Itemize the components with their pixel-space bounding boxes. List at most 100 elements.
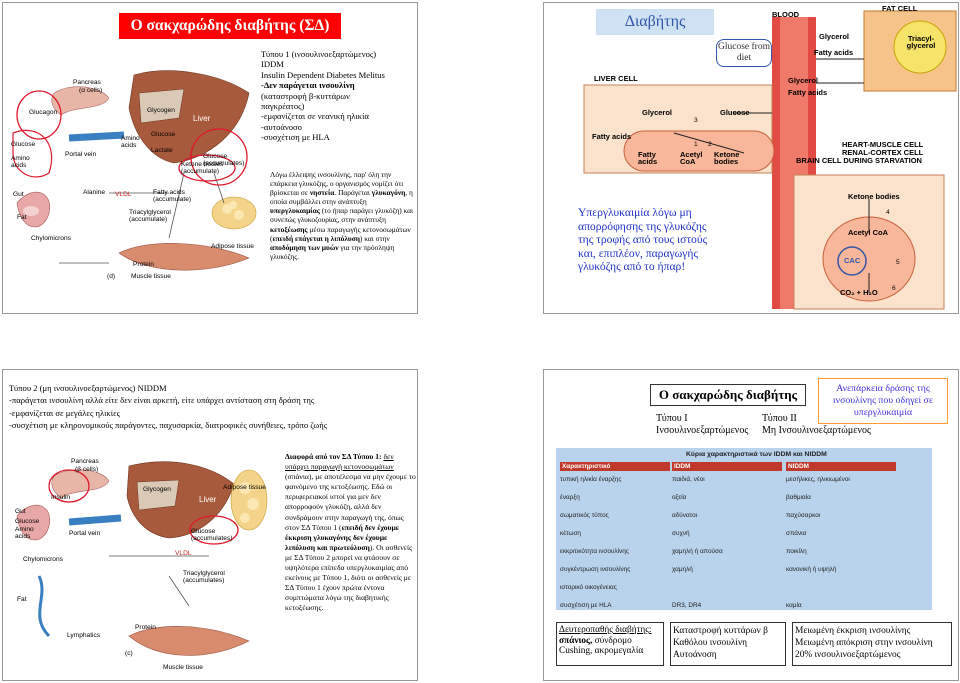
type2-definition: Τύπου 2 (μη ινσουλινοεξαρτώμενος) NIDDM … <box>9 382 413 432</box>
type2-line: -παράγεται ινσουλίνη αλλά είτε δεν είναι… <box>9 395 315 406</box>
type1-definition: Τύπου 1 (ινσουλινοεξαρτώμενος) IDDM Insu… <box>261 49 417 143</box>
label-ketone-bodies: Ketone bodies (accumulate) <box>181 161 224 176</box>
table-cell: χαμηλή <box>672 566 693 573</box>
metabolism-diagram-type1 <box>12 70 257 271</box>
type1-line: παγκρέατος) <box>261 101 305 112</box>
label-amino-acids: Amino acids <box>11 155 30 170</box>
metabolism-diagram-cells <box>583 10 957 310</box>
table-cell: μεσήλικες, ηλικιωμένοι <box>786 476 850 483</box>
table-cell: έναρξη <box>560 494 580 501</box>
label-fatty-acids: Fatty acids <box>814 48 854 57</box>
label-muscle-tissue: Muscle tissue <box>163 664 203 671</box>
gut-shape <box>16 504 51 541</box>
table-cell: χαμηλή ή απούσα <box>672 548 723 555</box>
label-liver-cell: LIVER CELL <box>594 74 638 83</box>
label-brain-cell: BRAIN CELL DURING STARVATION <box>796 156 922 165</box>
callout-insulin-deficiency: Ανεπάρκεια δράσης της ινσουλίνης που οδη… <box>818 378 948 424</box>
label-amino-acids: Amino acids <box>15 526 34 541</box>
highlight-circle-glucose <box>189 515 239 545</box>
label-fatty-acids: Fatty acids (accumulate) <box>153 189 192 204</box>
table-cell: καμία <box>786 602 802 609</box>
type1-sub: Ινσουλινοεξαρτώμενος <box>656 425 749 436</box>
label-portal-vein: Portal vein <box>65 151 97 158</box>
type2-line: -εμφανίζεται σε μεγάλες ηλικίες <box>9 407 121 418</box>
label-ketone-bodies: Ketone bodies <box>714 150 740 167</box>
type2-line: Τύπου 2 (μη ινσουλινοεξαρτώμενος) NIDDM <box>9 383 167 393</box>
label-pancreas: Pancreas <box>71 458 99 465</box>
label-amino-acids-liver: Amino acids <box>121 135 140 150</box>
label-muscle-tissue: Muscle tissue <box>131 273 171 280</box>
label-liver: Liver <box>199 495 217 504</box>
table-cell: κέτωση <box>560 530 581 537</box>
label-panel-d: (d) <box>107 273 116 280</box>
label-alanine: Alanine <box>83 189 105 196</box>
type2-features-box: Μειωμένη έκκριση ινσουλίνης Μειωμένη από… <box>792 622 952 666</box>
label-blood: BLOOD <box>772 10 800 19</box>
label-triacylglycerol: Triacylglycerol (accumulate) <box>129 209 171 224</box>
muscle-shape <box>118 243 250 271</box>
label-fatty-acids-liver: Fatty acids <box>592 132 632 141</box>
type2-label: Τύπου ΙΙ <box>762 413 797 424</box>
label-pancreas: Pancreas <box>73 79 101 86</box>
table-cell: οξεία <box>672 494 687 501</box>
label-co2-h2o: CO₂ + H₂O <box>840 288 878 297</box>
label-glucose-accumulates: Glucose (accumulates) <box>191 528 233 543</box>
metabolism-diagram-type2 <box>16 461 268 656</box>
label-triacylglycerol: Triacylglycerol (accumulates) <box>183 570 225 585</box>
label-renal-cell: RENAL-CORTEX CELL <box>842 148 924 157</box>
label-lactate: Lactate <box>151 147 173 154</box>
label-insulin: Insulin <box>51 494 71 501</box>
label-glucose-liver: Glucose <box>720 108 750 117</box>
type1-line: Τύπου 1 (ινσουλινοεξαρτώμενος) <box>261 49 377 59</box>
type1-line: Insulin Dependent Diabetes Melitus <box>261 69 385 80</box>
label-acetyl-coa-2: Acetyl CoA <box>848 228 889 237</box>
highlight-circle-glucose <box>190 128 248 186</box>
type1-features-box: Καταστροφή κυττάρων β Καθόλου ινσουλίνη … <box>670 622 786 666</box>
label-lymphatics: Lymphatics <box>67 632 101 639</box>
adipose-shape <box>211 196 257 230</box>
slide-diabetes-types: Ο σακχαρώδης διαβήτης Ανεπάρκεια δράσης … <box>543 369 959 681</box>
table-cell: αδύνατοι <box>672 512 698 519</box>
label-fat: Fat <box>17 596 27 603</box>
table-cell: παχύσαρκοι <box>786 512 821 519</box>
table-cell: συχνή <box>672 530 690 537</box>
characteristics-table: Κύρια χαρακτηριστικά των IDDM και NIDDM … <box>556 448 932 610</box>
table-cell: συσχέτιση με HLA <box>560 602 612 609</box>
label-panel-c: (c) <box>125 650 133 657</box>
label-alpha-cells: (α cells) <box>79 87 103 94</box>
slide-title: Διαβήτης <box>596 9 714 35</box>
table-cell: ποικίλη <box>786 548 807 555</box>
table-cell: σωματικός τύπος <box>560 512 609 519</box>
portal-vein <box>68 514 122 526</box>
label-fat: Fat <box>17 214 27 221</box>
table-cell: ιστορικό οικογένειας <box>560 584 617 591</box>
step-5: 5 <box>896 259 900 266</box>
label-ketone-bodies-2: Ketone bodies <box>848 192 900 201</box>
highlight-circle-insulin <box>48 469 90 503</box>
step-2: 2 <box>708 141 712 148</box>
type2-line: -συσχέτιση με κληρονομικούς παράγοντες, … <box>9 420 328 431</box>
muscle-shape <box>128 626 250 656</box>
label-glycogen: Glycogen <box>147 107 175 114</box>
table-cell: σπάνια <box>786 530 807 537</box>
label-glucose-accumulates: Glucose (accumulates) <box>203 153 245 168</box>
table-header-cell: NIDDM <box>786 462 896 471</box>
label-adipose-tissue: Adipose tissue <box>211 243 254 250</box>
label-glucose-liver: Glucose <box>151 131 176 138</box>
label-glycogen: Glycogen <box>143 486 171 493</box>
secondary-diabetes-box: Δευτεροπαθής διαβήτης: σπάνιος, σύνδρομο… <box>556 622 664 666</box>
table-title: Κύρια χαρακτηριστικά των IDDM και NIDDM <box>686 451 827 458</box>
label-vldl: VLDL <box>115 191 132 198</box>
slide-type1: Ο σακχαρώδης διαβήτης (ΣΔ) Pancreas (α c… <box>2 2 418 314</box>
type1-line: IDDM <box>261 59 284 70</box>
label-fatty-acids-mito: Fatty acids <box>638 150 658 167</box>
type2-difference: Διαφορά από τον ΣΔ Τύπου 1: δεν υπάρχει … <box>285 452 416 613</box>
label-fatty-acids-blood: Fatty acids <box>788 88 828 97</box>
step-4: 4 <box>886 209 890 216</box>
table-cell: κανονική ή υψηλή <box>786 566 837 573</box>
label-heart-cell: HEART-MUSCLE CELL <box>842 140 924 149</box>
type1-explanation: Λόγω έλλειψης ινσουλίνης, παρ' όλη την ε… <box>270 170 414 261</box>
table-cell: συγκέντρωση ινσουλίνης <box>560 566 631 573</box>
label-liver: Liver <box>193 114 211 123</box>
label-triacylglycerol: Triacyl-glycerol <box>906 34 936 51</box>
